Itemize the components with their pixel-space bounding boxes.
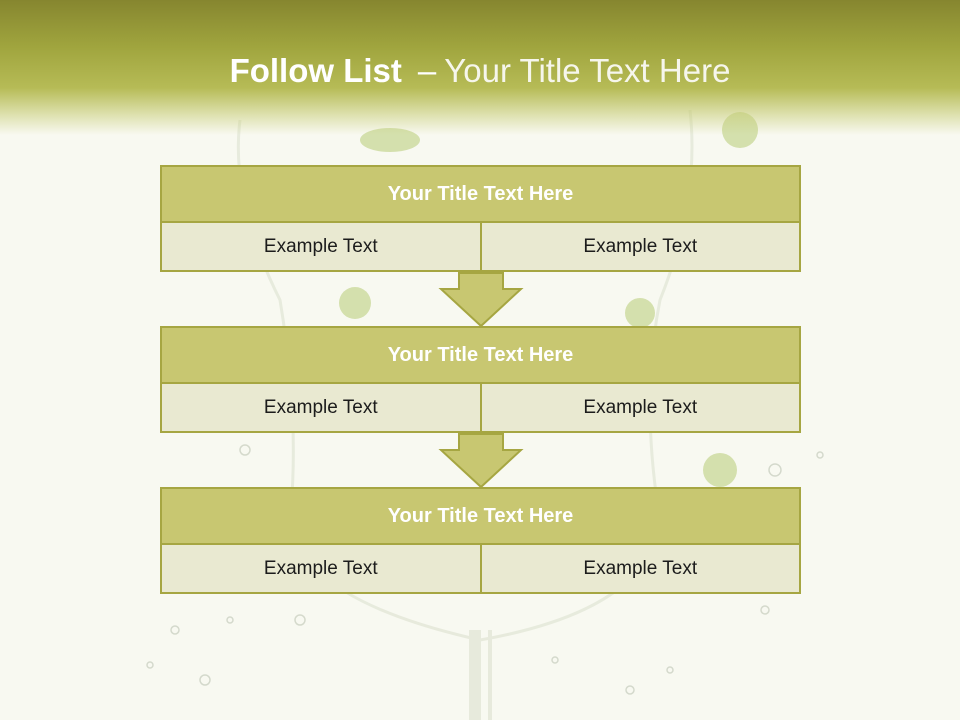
slide-title-separator: – [417,52,437,89]
block-cell-left: Example Text [160,545,482,594]
list-block-3: Your Title Text Here Example Text Exampl… [160,487,801,594]
block-row: Example Text Example Text [160,384,801,433]
block-title: Your Title Text Here [160,165,801,223]
slide-title-rest: Your Title Text Here [444,52,731,89]
list-block-1: Your Title Text Here Example Text Exampl… [160,165,801,272]
block-cell-left: Example Text [160,384,482,433]
down-arrow-icon [438,272,524,328]
block-row: Example Text Example Text [160,545,801,594]
block-title: Your Title Text Here [160,487,801,545]
slide-title-bold: Follow List [229,52,402,89]
block-row: Example Text Example Text [160,223,801,272]
list-block-2: Your Title Text Here Example Text Exampl… [160,326,801,433]
block-title: Your Title Text Here [160,326,801,384]
block-cell-right: Example Text [481,545,801,594]
down-arrow-icon [438,433,524,489]
slide-header-band [0,0,960,135]
block-cell-left: Example Text [160,223,482,272]
block-cell-right: Example Text [481,384,801,433]
block-cell-right: Example Text [481,223,801,272]
slide-title: Follow List–Your Title Text Here [0,52,960,90]
